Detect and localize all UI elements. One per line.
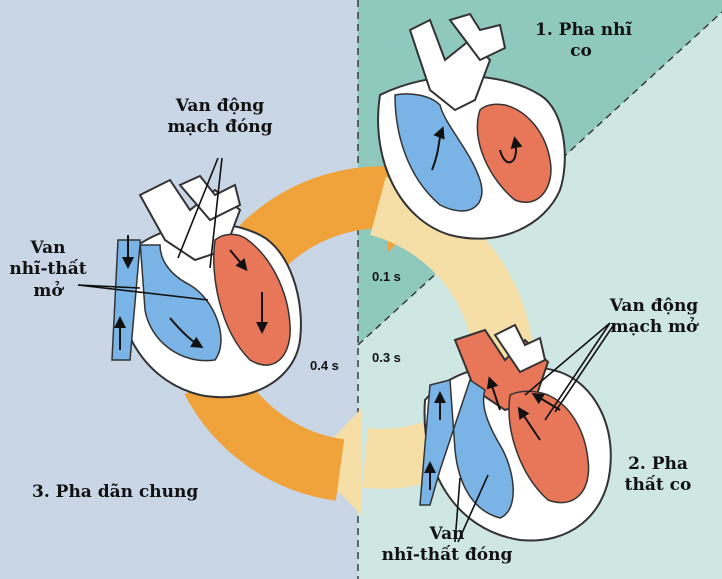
semilunar-closed-label: Van động mạch đóng — [150, 96, 290, 139]
phase-diastole-label: 3. Pha dãn chung — [32, 482, 198, 503]
av-open-line1: Van — [8, 238, 88, 259]
semilunar-closed-line2: mạch đóng — [150, 117, 290, 138]
time-label-0-3s: 0.3 s — [372, 350, 401, 365]
phase-ventricular-systole-label: 2. Pha thất co — [612, 454, 704, 497]
semilunar-open-line2: mạch mở — [592, 317, 716, 338]
av-closed-label: Van nhĩ-thất đóng — [372, 524, 522, 567]
av-closed-line2: nhĩ-thất đóng — [372, 545, 522, 566]
av-open-line3: mở — [8, 281, 88, 302]
phase-atrial-systole-label: 1. Pha nhĩ co — [535, 20, 627, 63]
phase-atrial-systole-line1: 1. Pha nhĩ — [535, 20, 627, 41]
phase-ventricular-systole-line2: thất co — [612, 475, 704, 496]
semilunar-open-label: Van động mạch mở — [592, 296, 716, 339]
av-open-line2: nhĩ-thất — [8, 259, 88, 280]
semilunar-closed-line1: Van động — [150, 96, 290, 117]
time-label-0-1s: 0.1 s — [372, 269, 401, 284]
semilunar-open-line1: Van động — [592, 296, 716, 317]
phase-ventricular-systole-line1: 2. Pha — [612, 454, 704, 475]
phase-atrial-systole-line2: co — [535, 41, 627, 62]
time-label-0-4s: 0.4 s — [310, 358, 339, 373]
av-open-label: Van nhĩ-thất mở — [8, 238, 88, 302]
av-closed-line1: Van — [372, 524, 522, 545]
